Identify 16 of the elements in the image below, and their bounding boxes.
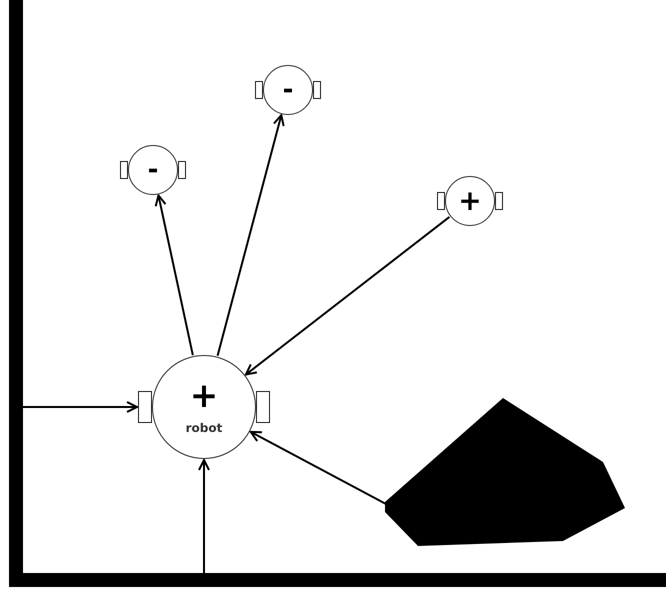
robot-node	[138, 355, 270, 459]
charge-sign: -	[282, 77, 294, 103]
robot-label: robot	[186, 421, 222, 435]
arrow	[198, 459, 210, 573]
charge-sign: +	[190, 379, 218, 413]
charge-sign: +	[458, 187, 482, 215]
obstacle-shape	[385, 398, 626, 546]
arrow	[154, 194, 194, 356]
robot-node	[120, 145, 186, 195]
arrow	[216, 114, 285, 356]
robot-node	[437, 176, 503, 226]
arrow	[244, 216, 450, 376]
arrow	[250, 430, 386, 505]
robot-node	[255, 65, 321, 115]
charge-sign: -	[148, 157, 158, 183]
arrow	[23, 401, 138, 413]
